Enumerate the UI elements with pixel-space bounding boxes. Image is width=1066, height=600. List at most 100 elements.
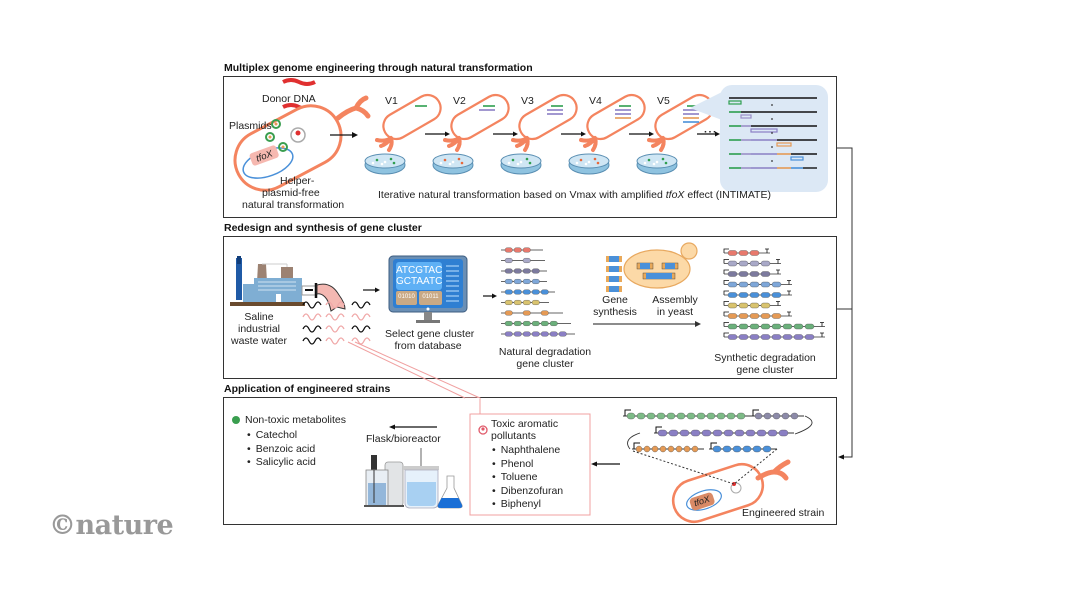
flask-bioreactor-label: Flask/bioreactor	[366, 433, 441, 445]
natural-gene-clusters	[501, 247, 575, 337]
synthetic-cluster-row	[723, 332, 825, 340]
wave-icon	[302, 313, 322, 321]
petri-dish-icon	[636, 153, 678, 175]
natural-label-1: Natural degradation	[498, 346, 592, 358]
arrow-icon	[838, 454, 844, 460]
petri-dish-icon	[500, 153, 542, 175]
panel-title-multiplex: Multiplex genome engineering through nat…	[224, 62, 533, 74]
synthetic-cluster-row	[723, 280, 792, 288]
toxic-item: Biphenyl	[492, 498, 563, 512]
round-cell-icon	[579, 93, 646, 152]
toxic-title-2: pollutants	[491, 430, 536, 442]
assembly-label-1: Assembly	[652, 294, 698, 306]
wave-icon	[351, 337, 371, 345]
synthetic-gene-clusters	[723, 248, 825, 340]
synthetic-cluster-row	[723, 259, 781, 267]
wave-icon	[351, 313, 371, 321]
synthetic-cluster-row	[723, 322, 825, 330]
gene-cluster-row	[501, 268, 547, 274]
recombination-step	[729, 125, 817, 134]
synthetic-cluster-row	[723, 248, 770, 256]
waste-label-2: industrial	[237, 323, 281, 335]
synthetic-label-2: gene cluster	[736, 364, 794, 376]
screen-sequence: ATCGTAC GCTAATC	[396, 265, 443, 287]
helper-label-3: natural transformation	[242, 199, 345, 211]
petri-dish-icon	[364, 153, 406, 175]
fermenter-icon	[403, 448, 439, 509]
round-cell-icon	[443, 93, 510, 152]
synthetic-label-1: Synthetic degradation	[714, 352, 816, 364]
non-toxic-item: Salicylic acid	[247, 456, 316, 470]
plasmid-icon	[278, 142, 288, 152]
plasmid-icon	[265, 132, 275, 142]
nature-logo: ©nature	[49, 510, 174, 541]
toxic-title-1: Toxic aromatic	[491, 418, 559, 430]
non-toxic-item: Catechol	[247, 429, 316, 443]
gene-synthesis-blocks	[606, 256, 622, 292]
toxic-item: Phenol	[492, 458, 563, 472]
toxic-skull-icon	[478, 425, 488, 435]
waste-water-waves	[302, 301, 371, 345]
petri-dish-icon	[432, 153, 474, 175]
select-label-1: Select gene cluster	[385, 328, 475, 340]
donor-dna-strand-icon	[282, 78, 316, 86]
pathway-row-green	[623, 409, 751, 420]
wave-icon	[302, 325, 322, 333]
screen-binary-1: 01010	[398, 294, 415, 300]
screen-binary-2: 01011	[422, 294, 439, 300]
wave-icon	[325, 325, 345, 333]
non-toxic-list: Catechol Benzoic acid Salicylic acid	[247, 429, 316, 470]
round-label-v4: V4	[589, 95, 602, 107]
assembly-label-2: in yeast	[656, 306, 694, 318]
toxic-item: Naphthalene	[492, 444, 563, 458]
panel-title-redesign: Redesign and synthesis of gene cluster	[224, 222, 422, 234]
plasmids-label: Plasmids	[229, 120, 272, 132]
gene-cluster-row	[501, 331, 575, 337]
engineered-bacterium-icon	[632, 448, 791, 524]
wave-icon	[351, 301, 371, 309]
ellipsis: ···	[704, 126, 718, 138]
waste-label-1: Saline	[244, 311, 274, 323]
toxic-list: Naphthalene Phenol Toluene Dibenzofuran …	[492, 444, 563, 512]
gene-cluster-row	[501, 289, 555, 295]
gene-cluster-row	[501, 258, 545, 264]
helper-label-1: Helper-	[280, 175, 315, 187]
select-label-2: from database	[394, 340, 462, 352]
gene-cluster-row	[501, 310, 563, 316]
synthesis-label-1: Gene	[602, 294, 628, 306]
computer-database-icon	[388, 255, 468, 323]
gene-cluster-row	[501, 279, 547, 285]
synthetic-cluster-row	[723, 311, 792, 319]
toxic-item: Dibenzofuran	[492, 485, 563, 499]
gene-cluster-row	[501, 321, 571, 327]
recombination-step	[728, 97, 817, 106]
round-cell-icon	[511, 93, 578, 152]
synthetic-cluster-row	[723, 290, 792, 298]
round-label-v3: V3	[521, 95, 534, 107]
panel-title-application: Application of engineered strains	[224, 383, 391, 395]
natural-label-2: gene cluster	[516, 358, 574, 370]
non-toxic-icon	[232, 416, 240, 424]
non-toxic-item: Benzoic acid	[247, 443, 316, 457]
wave-icon	[302, 337, 322, 345]
gene-cluster-row	[501, 300, 549, 306]
iterative-caption: Iterative natural transformation based o…	[378, 189, 771, 201]
recombination-step	[729, 139, 817, 148]
pathway-row-orange	[632, 442, 704, 453]
plasmid-icon	[271, 119, 281, 129]
synthetic-cluster-row	[723, 301, 781, 309]
synthetic-cluster-row	[723, 269, 781, 277]
pathway-row-gray	[751, 409, 804, 420]
connector-line	[837, 147, 853, 458]
recombination-step	[729, 111, 817, 120]
engineered-strain-label: Engineered strain	[742, 507, 825, 519]
non-toxic-title: Non-toxic metabolites	[245, 414, 346, 426]
flask-icon	[437, 475, 463, 509]
recombination-step	[729, 153, 817, 162]
donor-dna-label: Donor DNA	[262, 93, 316, 105]
